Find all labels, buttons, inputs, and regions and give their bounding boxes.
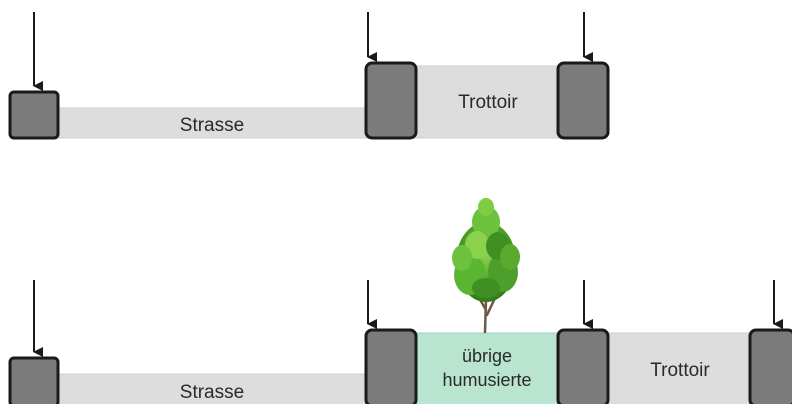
top-curb-middle — [364, 61, 418, 140]
top-sidewalk-surface — [413, 65, 561, 139]
bottom-green-label-line1: übrige — [462, 346, 512, 366]
top-curb-left — [8, 90, 60, 140]
bottom-curb-far-right — [748, 328, 792, 408]
bottom-curb-left — [8, 356, 60, 408]
top-street-label: Strasse — [180, 115, 244, 136]
top-sidewalk-label: Trottoir — [458, 92, 518, 113]
top-street-surface — [57, 107, 371, 139]
bottom-sidewalk-label: Trottoir — [650, 360, 710, 381]
top-curb-right — [556, 61, 610, 140]
bottom-curb-green-right — [556, 328, 610, 408]
bottom-curb-middle — [364, 328, 418, 408]
bottom-sidewalk-surface — [605, 332, 753, 407]
bottom-green-strip — [413, 332, 561, 407]
bottom-street-surface — [57, 373, 371, 407]
bottom-green-label-line2: humusierte — [442, 370, 531, 390]
bottom-street-label: Strasse — [180, 382, 244, 403]
bottom-cross-section: Strasse übrige humusierte Trottoir — [8, 198, 792, 408]
top-cross-section: Strasse Trottoir — [8, 12, 610, 140]
tree-icon — [452, 198, 520, 334]
